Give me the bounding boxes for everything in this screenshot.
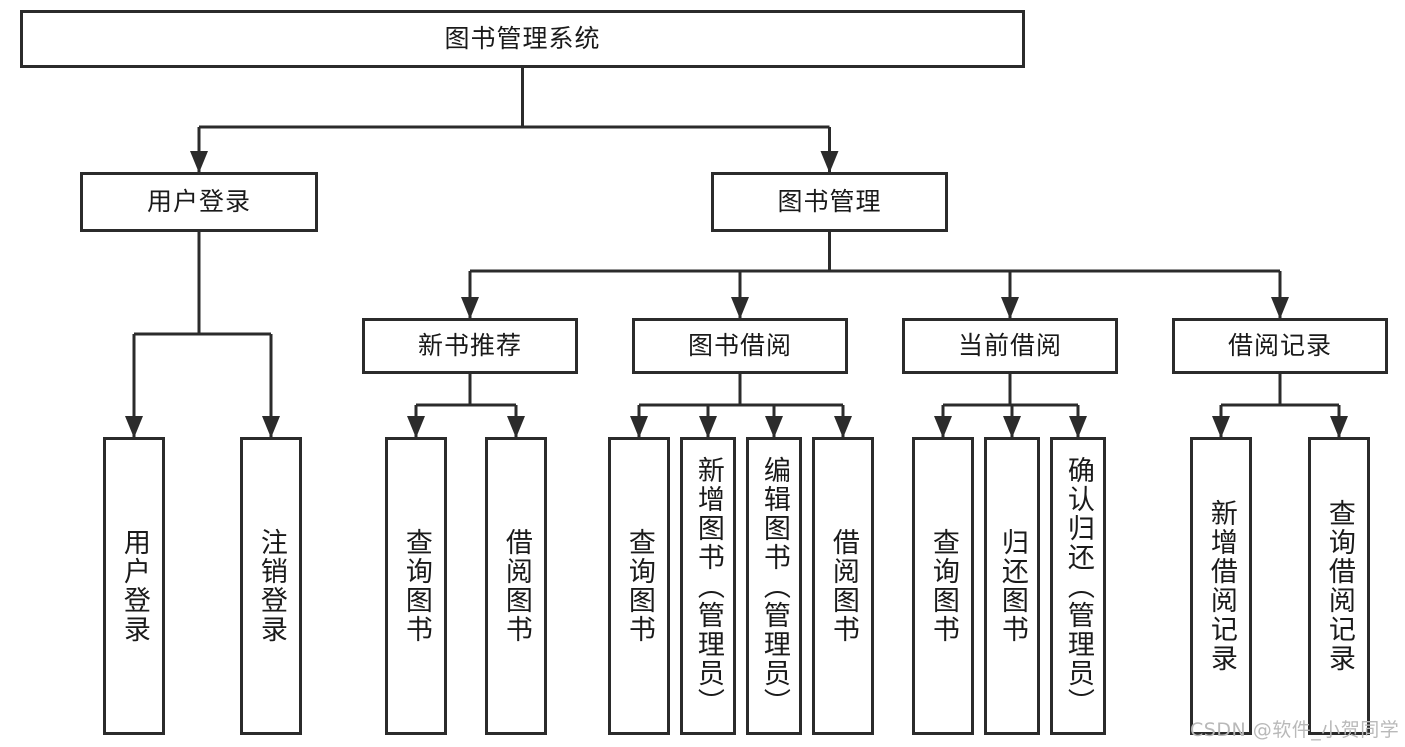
node-book-borrowing[interactable]: 图书借阅 xyxy=(632,318,848,374)
node-label: 查询图书 xyxy=(927,528,959,644)
leaf-query-books-recommend[interactable]: 查询图书 xyxy=(385,437,447,735)
node-current-borrowing[interactable]: 当前借阅 xyxy=(902,318,1118,374)
leaf-add-borrow-record[interactable]: 新增借阅记录 xyxy=(1190,437,1252,735)
leaf-query-books-current[interactable]: 查询图书 xyxy=(912,437,974,735)
node-label: 当前借阅 xyxy=(957,331,1062,361)
leaf-query-books-borrowing[interactable]: 查询图书 xyxy=(608,437,670,735)
node-label: 确认归还（管理员） xyxy=(1062,455,1094,717)
node-borrowing-records[interactable]: 借阅记录 xyxy=(1172,318,1388,374)
node-label: 新增图书（管理员） xyxy=(692,455,724,717)
leaf-add-book-admin[interactable]: 新增图书（管理员） xyxy=(680,437,736,735)
node-label: 查询图书 xyxy=(623,528,655,644)
node-label: 借阅图书 xyxy=(500,528,532,644)
leaf-return-books[interactable]: 归还图书 xyxy=(984,437,1040,735)
node-label: 借阅记录 xyxy=(1227,331,1332,361)
leaf-query-borrow-record[interactable]: 查询借阅记录 xyxy=(1308,437,1370,735)
node-label: 用户登录 xyxy=(118,528,150,644)
leaf-borrow-books-recommend[interactable]: 借阅图书 xyxy=(485,437,547,735)
leaf-confirm-return-admin[interactable]: 确认归还（管理员） xyxy=(1050,437,1106,735)
node-label: 图书管理系统 xyxy=(444,24,601,54)
node-label: 借阅图书 xyxy=(827,528,859,644)
node-label: 图书管理 xyxy=(777,187,882,217)
node-label: 查询图书 xyxy=(400,528,432,644)
node-label: 新书推荐 xyxy=(417,331,522,361)
leaf-user-login[interactable]: 用户登录 xyxy=(103,437,165,735)
node-book-management[interactable]: 图书管理 xyxy=(711,172,948,232)
node-label: 图书借阅 xyxy=(687,331,792,361)
node-root[interactable]: 图书管理系统 xyxy=(20,10,1025,68)
leaf-borrow-books[interactable]: 借阅图书 xyxy=(812,437,874,735)
node-label: 编辑图书（管理员） xyxy=(758,455,790,717)
node-new-book-recommendation[interactable]: 新书推荐 xyxy=(362,318,578,374)
leaf-edit-book-admin[interactable]: 编辑图书（管理员） xyxy=(746,437,802,735)
node-label: 注销登录 xyxy=(255,528,287,644)
leaf-logout[interactable]: 注销登录 xyxy=(240,437,302,735)
node-label: 归还图书 xyxy=(996,528,1028,644)
node-label: 查询借阅记录 xyxy=(1323,499,1355,673)
node-label: 新增借阅记录 xyxy=(1205,499,1237,673)
node-user-login[interactable]: 用户登录 xyxy=(80,172,318,232)
watermark: CSDN @软件_小贺同学 xyxy=(1190,719,1400,741)
node-label: 用户登录 xyxy=(146,187,251,217)
